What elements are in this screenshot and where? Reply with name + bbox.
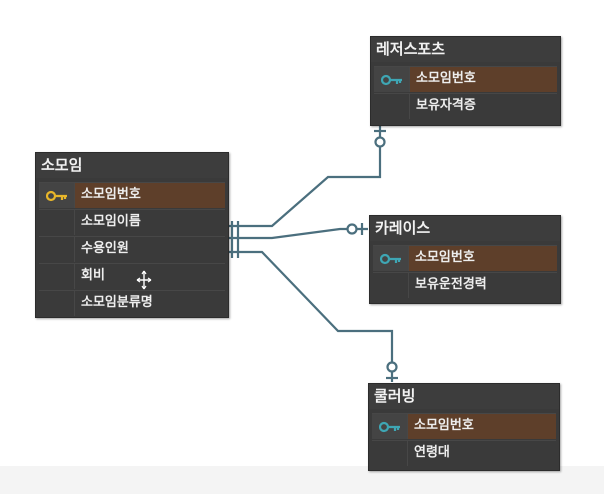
relation-line-leisure (228, 125, 382, 228)
column-name: 소모임번호 (81, 187, 141, 202)
key-icon (379, 253, 401, 264)
child-circle-curling (386, 361, 398, 373)
key-cell (373, 246, 409, 271)
key-cell (372, 414, 408, 439)
column-row[interactable]: 보유운전경력 (373, 272, 557, 298)
key-cell (39, 183, 75, 208)
key-cell (374, 67, 410, 92)
key-cell (39, 237, 75, 262)
child-circle-carrace (346, 223, 358, 235)
column-name: 연령대 (414, 445, 450, 460)
column-name: 소모임번호 (416, 71, 476, 86)
key-cell (39, 210, 75, 235)
column-row[interactable]: 소모임분류명 (39, 290, 225, 316)
entity-somoim[interactable]: 소모임 소모임번호 소모임이름 수용인원 회비 소모임분류명 (35, 152, 229, 318)
column-row-pk[interactable]: 소모임번호 (374, 66, 557, 92)
column-name: 소모임번호 (414, 418, 474, 433)
key-icon (45, 190, 67, 201)
column-row[interactable]: 회비 (39, 263, 225, 289)
key-icon (380, 74, 402, 85)
entity-curling[interactable]: 쿨러빙 소모임번호 연령대 (368, 383, 560, 471)
column-row-pk[interactable]: 소모임번호 (39, 182, 225, 208)
column-row-pk[interactable]: 소모임번호 (373, 245, 557, 271)
column-name: 회비 (81, 268, 105, 283)
column-name: 보유자격증 (416, 98, 476, 113)
key-cell (372, 441, 408, 466)
column-name: 소모임이름 (81, 214, 141, 229)
child-circle-leisure (374, 136, 386, 148)
column-row-pk[interactable]: 소모임번호 (372, 413, 556, 439)
column-name: 보유운전경력 (415, 277, 487, 292)
entity-leisure[interactable]: 레저스포츠 소모임번호 보유자격증 (370, 36, 561, 126)
entity-carrace[interactable]: 카레이스 소모임번호 보유운전경력 (369, 215, 561, 304)
key-cell (374, 94, 410, 119)
entity-title: 쿨러빙 (369, 384, 559, 409)
column-row[interactable]: 수용인원 (39, 236, 225, 262)
key-cell (39, 291, 75, 316)
column-row[interactable]: 연령대 (372, 440, 556, 466)
relation-line-curling (228, 250, 394, 382)
entity-title: 레저스포츠 (371, 37, 560, 62)
key-icon (378, 421, 400, 432)
move-cursor-icon (136, 270, 152, 290)
column-row[interactable]: 보유자격증 (374, 93, 557, 119)
entity-title: 카레이스 (370, 216, 560, 241)
column-name: 소모임분류명 (81, 295, 153, 310)
column-row[interactable]: 소모임이름 (39, 209, 225, 235)
key-cell (373, 273, 409, 298)
key-cell (39, 264, 75, 289)
entity-title: 소모임 (36, 153, 228, 178)
column-name: 소모임번호 (415, 250, 475, 265)
column-name: 수용인원 (81, 241, 129, 256)
